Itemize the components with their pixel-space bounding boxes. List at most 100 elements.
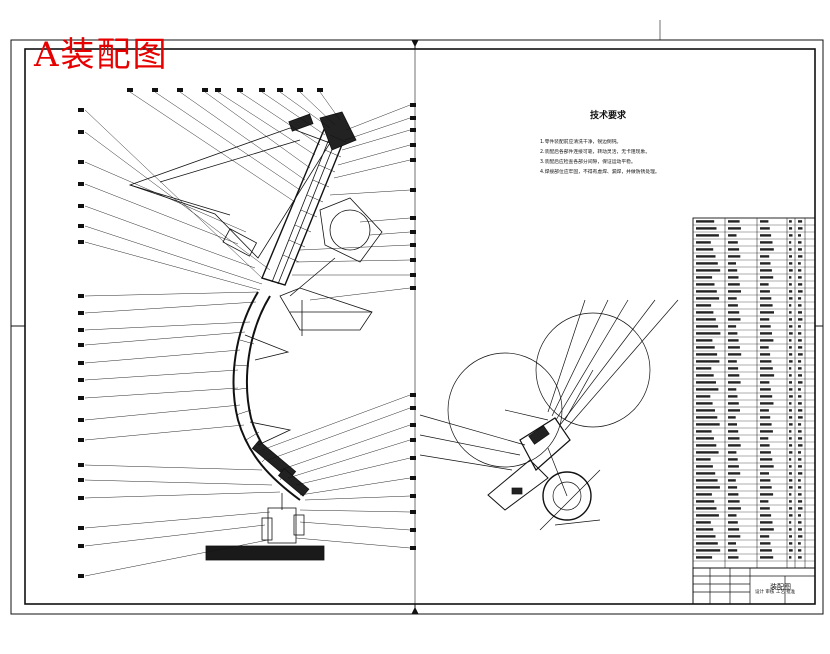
- parts-cell-text-mark: [798, 472, 803, 475]
- secondary-view: [419, 299, 679, 531]
- parts-cell-text-mark: [789, 276, 792, 279]
- parts-cell-text-mark: [760, 402, 774, 405]
- parts-cell-text-mark: [798, 360, 802, 363]
- parts-cell-text-mark: [728, 556, 739, 559]
- parts-cell-text-mark: [728, 318, 741, 321]
- parts-cell-text-mark: [696, 269, 721, 272]
- parts-cell-text-mark: [696, 535, 716, 538]
- parts-cell-text-mark: [789, 416, 793, 419]
- parts-cell-text-mark: [760, 465, 774, 468]
- parts-cell-text-mark: [760, 458, 773, 461]
- parts-cell-text-mark: [728, 465, 739, 468]
- parts-cell-text-mark: [760, 514, 772, 517]
- parts-cell-text-mark: [798, 549, 802, 552]
- parts-cell-text-mark: [789, 339, 792, 342]
- technical-requirements-list: 1.零件装配前应清洗干净，锐边倒钝。 2.装配后各部件连接可靠，转动灵活，无卡阻…: [540, 138, 660, 178]
- parts-cell-text-mark: [728, 479, 736, 482]
- parts-cell-text-mark: [789, 542, 793, 545]
- parts-cell-text-mark: [789, 444, 793, 447]
- parts-cell-text-mark: [760, 542, 771, 545]
- parts-cell-text-mark: [696, 220, 715, 223]
- parts-cell-text-mark: [728, 542, 736, 545]
- parts-cell-text-mark: [696, 458, 711, 461]
- parts-cell-text-mark: [696, 409, 715, 412]
- technical-requirements-title: 技术要求: [590, 111, 627, 121]
- parts-cell-text-mark: [728, 500, 740, 503]
- parts-cell-text-mark: [728, 486, 738, 489]
- parts-cell-text-mark: [760, 297, 772, 300]
- parts-cell-text-mark: [789, 409, 792, 412]
- parts-cell-text-mark: [696, 556, 713, 559]
- parts-cell-text-mark: [798, 507, 803, 510]
- requirement-item: 2.装配后各部件连接可靠，转动灵活，无卡阻现象。: [540, 150, 651, 155]
- parts-cell-text-mark: [728, 507, 741, 510]
- parts-cell-text-mark: [798, 402, 802, 405]
- parts-cell-text-mark: [696, 241, 711, 244]
- parts-cell-text-mark: [728, 451, 737, 454]
- parts-cell-text-mark: [789, 395, 793, 398]
- parts-cell-text-mark: [760, 325, 771, 328]
- parts-cell-text-mark: [760, 283, 769, 286]
- parts-cell-text-mark: [798, 444, 803, 447]
- parts-cell-text-mark: [696, 234, 719, 237]
- parts-cell-text-mark: [760, 409, 769, 412]
- parts-cell-text-mark: [728, 269, 738, 272]
- parts-cell-text-mark: [760, 255, 770, 258]
- parts-cell-text-mark: [798, 423, 802, 426]
- parts-cell-text-mark: [798, 367, 802, 370]
- parts-cell-text-mark: [760, 535, 770, 538]
- parts-cell-text-mark: [789, 262, 793, 265]
- parts-cell-text-mark: [696, 423, 720, 426]
- parts-list-rows: [693, 220, 815, 562]
- parts-cell-text-mark: [789, 486, 793, 489]
- parts-cell-text-mark: [728, 290, 741, 293]
- parts-cell-text-mark: [798, 220, 803, 223]
- parts-cell-text-mark: [789, 549, 793, 552]
- leader-lines-left: [84, 91, 341, 577]
- parts-cell-text-mark: [789, 437, 792, 440]
- parts-cell-text-mark: [789, 353, 793, 356]
- parts-cell-text-mark: [760, 346, 769, 349]
- parts-cell-text-mark: [789, 451, 793, 454]
- parts-cell-text-mark: [696, 521, 711, 524]
- parts-cell-text-mark: [728, 409, 740, 412]
- parts-cell-text-mark: [696, 395, 711, 398]
- parts-cell-text-mark: [798, 521, 802, 524]
- parts-cell-text-mark: [760, 521, 773, 524]
- parts-cell-text-mark: [696, 276, 713, 279]
- parts-cell-text-mark: [696, 514, 719, 517]
- parts-cell-text-mark: [798, 269, 802, 272]
- parts-cell-text-mark: [728, 472, 741, 475]
- parts-cell-text-mark: [696, 290, 717, 293]
- parts-cell-text-mark: [789, 220, 792, 223]
- parts-cell-text-mark: [696, 528, 714, 531]
- parts-cell-text-mark: [728, 262, 736, 265]
- parts-cell-text-mark: [789, 227, 793, 230]
- parts-cell-text-mark: [789, 430, 792, 433]
- parts-cell-text-mark: [798, 227, 803, 230]
- parts-cell-text-mark: [760, 444, 770, 447]
- parts-cell-text-mark: [760, 262, 771, 265]
- parts-cell-text-mark: [798, 486, 802, 489]
- parts-cell-text-mark: [696, 353, 718, 356]
- parts-cell-text-mark: [798, 451, 801, 454]
- parts-cell-text-mark: [728, 339, 739, 342]
- parts-cell-text-mark: [760, 388, 771, 391]
- parts-cell-text-mark: [789, 360, 793, 363]
- parts-cell-text-mark: [728, 430, 739, 433]
- title-block: [692, 567, 816, 605]
- parts-cell-text-mark: [696, 472, 716, 475]
- parts-cell-text-mark: [760, 500, 769, 503]
- parts-cell-text-mark: [760, 423, 772, 426]
- parts-cell-text-mark: [760, 276, 774, 279]
- parts-cell-text-mark: [798, 297, 802, 300]
- parts-cell-text-mark: [798, 514, 801, 517]
- parts-cell-text-mark: [696, 332, 721, 335]
- parts-cell-text-mark: [760, 493, 774, 496]
- requirement-item: 1.零件装配前应清洗干净，锐边倒钝。: [540, 140, 622, 145]
- parts-cell-text-mark: [789, 234, 793, 237]
- parts-cell-text-mark: [760, 290, 770, 293]
- parts-cell-text-mark: [798, 381, 803, 384]
- parts-cell-text-mark: [760, 241, 773, 244]
- title-block-caption: 设计 审核 工艺 批准: [755, 590, 796, 595]
